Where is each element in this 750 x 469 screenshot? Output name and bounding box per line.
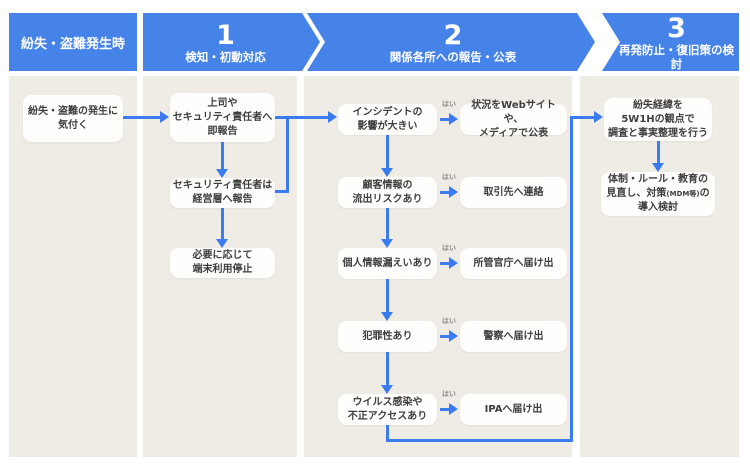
connector-start-line: [123, 116, 161, 119]
node-notice-loss: 紛失・盗難の発生に 気付く: [23, 95, 123, 142]
node-cond-virus-access: ウイルス感染や 不正アクセスあり: [338, 394, 437, 425]
yes-line-5: [440, 408, 450, 411]
step3-number: 3: [667, 12, 686, 44]
node-action-notify-ipa: IPAへ届け出: [460, 394, 567, 425]
node-cond-customer-leak: 顧客情報の 流出リスクあり: [338, 177, 437, 208]
node-investigate-5w1h: 紛失経緯を 5W1Hの観点で 調査と事実整理を行う: [604, 98, 712, 141]
step1-number: 1: [216, 19, 235, 51]
connector-b1-b2: [386, 135, 389, 169]
node-action-contact-partners: 取引先へ連絡: [460, 177, 567, 208]
yes-line-4: [440, 335, 450, 338]
node-cond-criminality: 犯罪性あり: [338, 321, 437, 352]
arrowhead-into-investigate: [594, 111, 603, 123]
arrowhead-b4: [381, 312, 393, 321]
yes-label-1: はい: [442, 100, 456, 108]
header-step2: 2 関係各所への報告・公表: [307, 13, 595, 71]
header-trigger-label: 紛失・盗難発生時: [20, 36, 125, 52]
arrowhead-a2: [216, 169, 228, 178]
node-action-notify-agency: 所管官庁へ届け出: [460, 248, 567, 279]
arrowhead-into-report: [160, 111, 169, 123]
node-action-publish-web: 状況をWebサイトや、 メディアで公表: [460, 100, 567, 139]
connector-riser: [570, 116, 573, 442]
step2-number: 2: [443, 19, 463, 51]
connector-c1-c2: [657, 141, 660, 164]
node-action-notify-police: 警察へ届け出: [460, 321, 567, 352]
connector-b5-down: [386, 425, 389, 442]
connector-b3-b4: [386, 279, 389, 313]
connector-into-c1: [570, 116, 595, 119]
connector-bottom-run: [386, 439, 573, 442]
yes-label-5: はい: [442, 390, 456, 398]
header-step1: 1 検知・初動対応: [143, 13, 320, 71]
node-suspend-device: 必要に応じて 端末利用停止: [170, 248, 275, 278]
yes-arrowhead-5: [449, 403, 458, 415]
node-report-supervisor: 上司や セキュリティ責任者へ 即報告: [170, 93, 275, 142]
arrowhead-b2: [381, 168, 393, 177]
node-review-measures: 体制・ルール・教育の 見直し、対策(MDM等)の 導入検討: [601, 172, 715, 216]
connector-a2-merge-v: [286, 116, 289, 193]
arrowhead-b5: [381, 385, 393, 394]
connector-a2-merge-h: [275, 190, 289, 193]
yes-label-4: はい: [442, 317, 456, 325]
node-cond-incident-impact: インシデントの 影響が大きい: [338, 104, 437, 135]
connector-a1-b1: [275, 116, 329, 119]
step3-label: 再発防止・復旧策の検討: [619, 42, 734, 71]
arrowhead-c2: [652, 163, 664, 172]
connector-b2-b3: [386, 208, 389, 240]
step2-label: 関係各所への報告・公表: [389, 49, 517, 64]
connector-a2-a3: [221, 208, 224, 240]
node-report-management: セキュリティ責任者は 経営層へ報告: [170, 178, 275, 208]
arrowhead-into-incident: [328, 111, 337, 123]
yes-arrowhead-3: [449, 257, 458, 269]
yes-label-3: はい: [442, 244, 456, 252]
yes-arrowhead-2: [449, 186, 458, 198]
node-cond-personal-leak: 個人情報漏えいあり: [338, 248, 437, 279]
arrowhead-a3: [216, 239, 228, 248]
yes-arrowhead-1: [449, 113, 458, 125]
step1-label: 検知・初動対応: [185, 49, 266, 64]
yes-arrowhead-4: [449, 330, 458, 342]
connector-b4-b5: [386, 352, 389, 386]
header-step3: 3 再発防止・復旧策の検討: [602, 13, 739, 71]
arrowhead-b3: [381, 239, 393, 248]
yes-line-1: [440, 118, 450, 121]
header-trigger: 紛失・盗難発生時: [9, 13, 137, 71]
yes-line-2: [440, 191, 450, 194]
review-text: 体制・ルール・教育の 見直し、対策(MDM等)の 導入検討: [606, 174, 710, 213]
yes-line-3: [440, 262, 450, 265]
yes-label-2: はい: [442, 173, 456, 181]
connector-a1-a2: [221, 142, 224, 170]
mdm-note: (MDM等): [666, 190, 700, 198]
